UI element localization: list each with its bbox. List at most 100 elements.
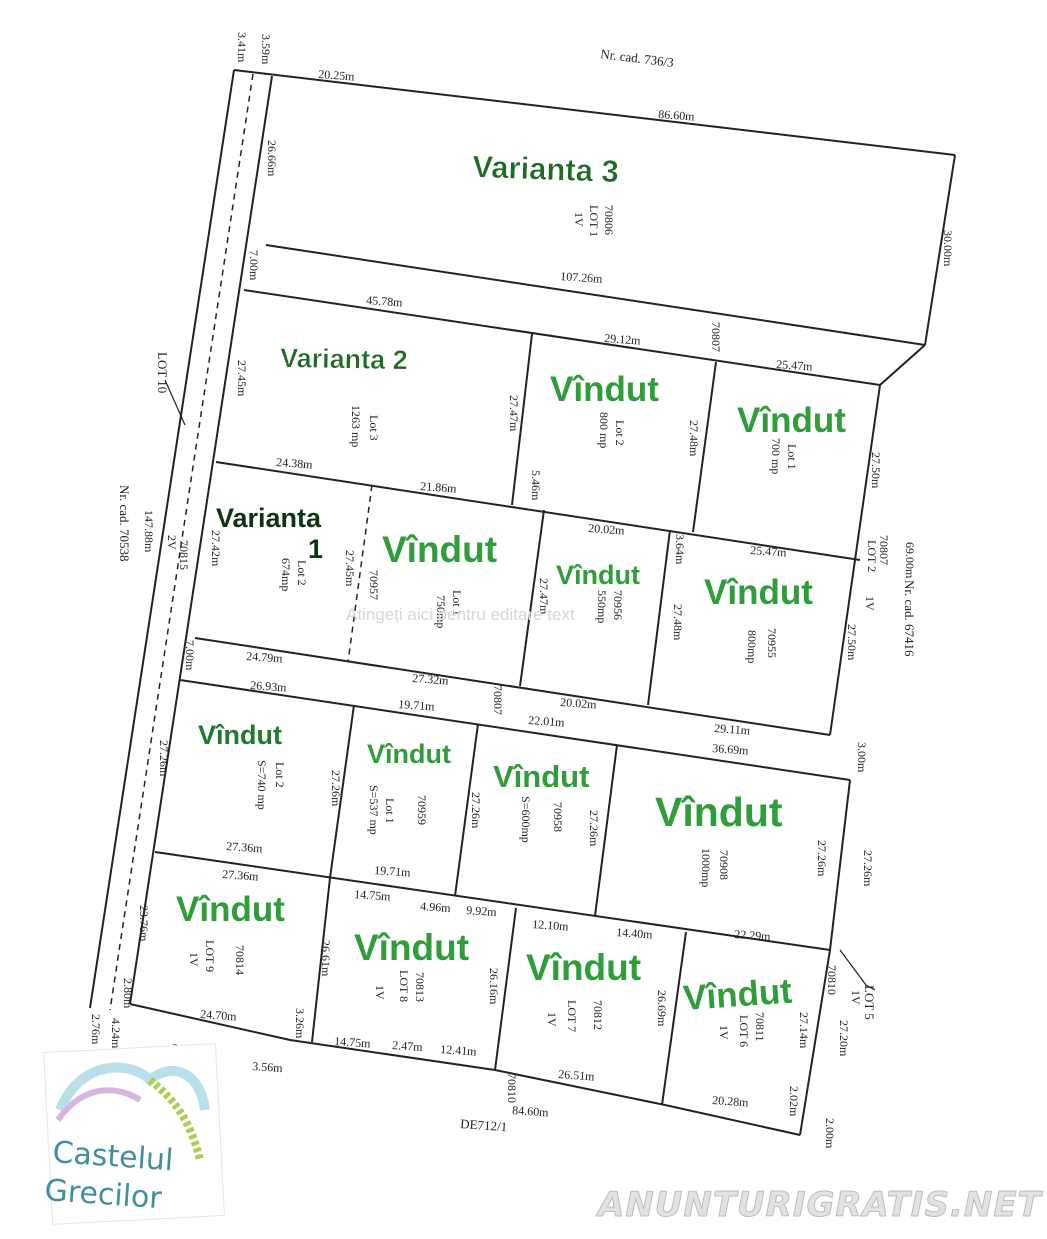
dim-2186: 21.86m	[420, 479, 458, 496]
sold-label-lot9: Vîndut	[176, 890, 285, 929]
v1-divider-3	[647, 529, 671, 706]
lot-v2-lot2: Lot 2 800 mp	[597, 412, 627, 448]
logo-line1: Castelul	[51, 1135, 174, 1178]
lot-8-v: 1V	[373, 985, 387, 1000]
road-west-code: 70815	[177, 540, 191, 570]
v2-south-line	[215, 461, 861, 561]
lot-row4-lot1: 70959 Lot 1 S=537 mp	[367, 785, 429, 835]
north-boundary-line	[233, 69, 956, 156]
dim-2025: 20.25m	[318, 67, 356, 84]
logo-line2: Grecilor	[43, 1173, 163, 1216]
dim-2376: 23.76m	[137, 905, 151, 942]
site-watermark: ANUNTURIGRATIS.NET	[595, 1185, 1044, 1225]
dim-2229: 22.29m	[734, 927, 772, 944]
lot-v1-lot1-cad: 70957	[367, 570, 381, 600]
lot-row4-lot1-cad: 70959	[415, 795, 429, 825]
lot-70958: 70958 S=600mp	[519, 796, 565, 843]
lot-6-name: LOT 6	[737, 1015, 751, 1047]
dim-2720: 27.20m	[837, 1020, 851, 1057]
lot-70956-cad: 70956	[611, 590, 625, 620]
road-east-code: 70810	[825, 965, 839, 995]
v2-divider-2	[692, 361, 717, 533]
dim-202: 2.02m	[787, 1086, 801, 1117]
dim-8660: 86.60m	[658, 107, 696, 124]
dim-700a: 7.00m	[247, 250, 261, 281]
sold-label-lot7: Vîndut	[526, 947, 641, 988]
lot-5-v: 1V	[849, 990, 863, 1005]
dim-2002b: 20.02m	[560, 695, 598, 712]
dim-546: 5.46m	[529, 470, 543, 501]
logo-arch	[55, 1062, 210, 1113]
lot-v3-v: 1V	[572, 212, 586, 227]
neighbor-north: Nr. cad. 736/3	[600, 46, 675, 70]
neighbor-west: Nr. cad. 70538	[117, 485, 132, 562]
dim-1241: 12.41m	[440, 1042, 478, 1059]
lot-v3-lot: LOT 1	[587, 205, 601, 237]
dim-2002a: 20.02m	[588, 521, 626, 538]
lot-row4-lot1-name: Lot 1	[383, 798, 397, 824]
sold-label-v2-lot1: Vîndut	[737, 401, 846, 440]
lot-70908: 70908 1000mp	[699, 848, 731, 887]
west-boundary-line	[89, 69, 235, 1009]
lot-v2-lot3-area: 1263 mp	[349, 405, 363, 447]
v1-south-line	[194, 637, 831, 736]
v1-divider-2	[519, 509, 545, 687]
neighbor-south: DE712/1	[460, 1116, 508, 1134]
edit-text-hint[interactable]: Atingeți aici pentru editare text	[346, 605, 575, 624]
dim-200: 2.00m	[823, 1118, 837, 1149]
lot-v1-lot2-name: Lot 2	[295, 560, 309, 586]
lot2-east-label: LOT 2	[865, 540, 879, 572]
variant-2-label: Varianta 2	[280, 343, 408, 375]
dim-2616: 26.16m	[487, 968, 501, 1005]
dim-2736b: 27.36m	[222, 867, 260, 884]
dim-700b: 7.00m	[183, 640, 197, 671]
row4-divider-1	[329, 704, 355, 879]
dim-1210: 12.10m	[532, 917, 570, 934]
dim-2726b: 27.26m	[329, 770, 343, 807]
road-north-v2	[243, 289, 881, 386]
east-boundary-lower	[799, 779, 851, 1136]
dim-2912: 29.12m	[604, 331, 642, 348]
dim-2693: 26.93m	[250, 678, 288, 695]
dim-2470: 24.70m	[200, 1007, 238, 1024]
lot-v2-lot3-name: Lot 3	[367, 415, 381, 441]
lot-70908-cad: 70908	[717, 850, 731, 880]
dim-2726a: 27.26m	[157, 740, 171, 777]
lot-70955-area: 800mp	[745, 630, 759, 663]
lot-6: 70811 LOT 6 1V	[717, 1012, 767, 1047]
dim-1440: 14.40m	[616, 925, 654, 942]
dim-2666: 26.66m	[265, 140, 279, 177]
dim-2438: 24.38m	[276, 455, 314, 472]
lot5-pointer	[839, 949, 876, 991]
neighbor-lot10: LOT 10	[155, 352, 170, 393]
dim-2750a: 27.50m	[869, 452, 883, 489]
dim-1475a: 14.75m	[354, 887, 392, 904]
sold-label-row4-lot1: Vîndut	[367, 739, 451, 769]
variant-3-label: Varianta 3	[472, 149, 620, 189]
lot-70955: 70955 800mp	[745, 628, 779, 663]
dim-4578: 45.78m	[366, 293, 404, 310]
dim-2651: 26.51m	[558, 1067, 596, 1084]
dim-2732: 27.32m	[412, 671, 450, 688]
lot-v2-lot1-name: Lot 1	[785, 444, 799, 470]
lot-row4-lot2-area: S=740 mp	[255, 760, 269, 810]
lot-row4-lot2: Lot 2 S=740 mp	[255, 760, 287, 810]
dim-247: 2.47m	[392, 1038, 424, 1054]
sold-label-row4-lot2: Vîndut	[198, 720, 282, 750]
sold-label-70958: Vîndut	[493, 759, 589, 794]
dim-356: 3.56m	[252, 1059, 284, 1075]
dim-2726f: 27.26m	[861, 850, 875, 887]
dim-2726d: 27.26m	[587, 810, 601, 847]
logo-vine	[147, 1076, 204, 1161]
road-south-code: 70810	[505, 1073, 519, 1103]
dim-992: 9.92m	[466, 903, 498, 919]
lot-v2-lot3: Lot 3 1263 mp	[349, 405, 381, 447]
dim-326: 3.26m	[293, 1008, 307, 1039]
lot-70955-cad: 70955	[765, 628, 779, 658]
west-road-axis	[109, 73, 254, 1011]
variant-1-label-line2: 1	[308, 534, 323, 564]
row4-south-line	[154, 851, 831, 951]
row4-divider-3	[594, 744, 618, 917]
lot-v2-lot1-area: 700 mp	[769, 438, 783, 474]
road-middle-south	[179, 679, 851, 781]
